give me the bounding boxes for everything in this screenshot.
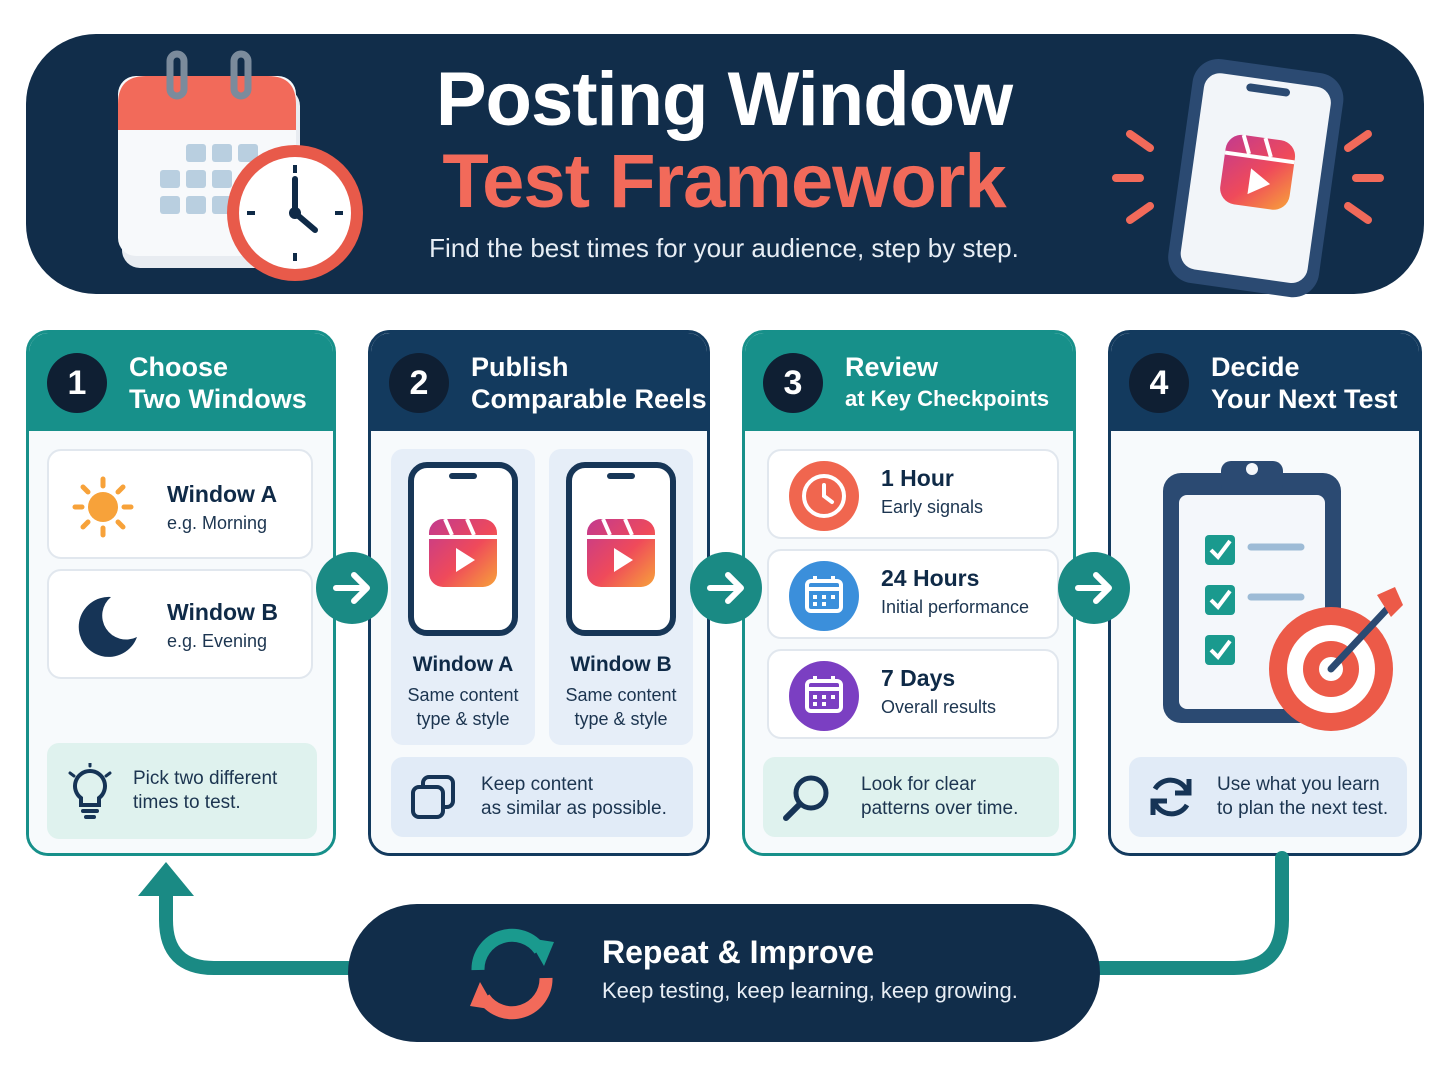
step-number-3: 3 [763,353,823,413]
sun-icon [72,476,134,538]
step-card-3: 3 Review at Key Checkpoints 1 Hour Early… [742,330,1076,856]
title-line-2: Test Framework [442,139,1006,224]
tip-2-line-1: Keep content [481,774,593,795]
calendar-icon [789,661,859,731]
step-number-4: 4 [1129,353,1189,413]
tip-2-text: Keep content as similar as possible. [481,773,667,821]
step-title-1-line-2: Two Windows [129,384,307,414]
step-card-4: 4 Decide Your Next Test [1108,330,1422,856]
step-header-3: 3 Review at Key Checkpoints [745,333,1073,431]
window-a-title: Window A [167,481,278,507]
tip-2-line-2: as similar as possible. [481,798,667,819]
calendar-icon [789,561,859,631]
step-title-2-line-1: Publish [471,352,569,382]
step-title-4-line-2: Your Next Test [1211,384,1398,414]
arrow-next-1 [316,552,388,624]
window-b-title: Window B [167,599,278,625]
step-body-2: Window A Same content type & style [371,431,707,853]
tip-1-text: Pick two different times to test. [133,767,277,815]
step-card-1: 1 Choose Two Windows Window A e.g. Morni… [26,330,336,856]
refresh-icon [1150,777,1192,817]
step-title-2-line-2: Comparable Reels [471,384,707,414]
tip-4-line-2: to plan the next test. [1217,798,1389,819]
step-title-4-line-1: Decide [1211,352,1300,382]
tip-4-line-1: Use what you learn [1217,774,1380,795]
tip-4: Use what you learn to plan the next test… [1129,757,1407,837]
tip-1: Pick two different times to test. [47,743,317,839]
step-header-1: 1 Choose Two Windows [29,333,333,431]
calendar-clock-icon [118,50,363,281]
repeat-title: Repeat & Improve [602,934,875,970]
arrow-next-3 [1058,552,1130,624]
window-b-item: Window B e.g. Evening [47,569,313,679]
clock-icon [789,461,859,531]
step-title-3: Review at Key Checkpoints [845,351,1049,415]
step-body-3: 1 Hour Early signals 24 Hours Initial pe… [745,431,1073,853]
checkpoint-2-title: 24 Hours [881,565,980,591]
tip-3: Look for clear patterns over time. [763,757,1059,837]
step-title-1-line-1: Choose [129,352,229,382]
repeat-subtitle: Keep testing, keep learning, keep growin… [602,978,1018,1003]
checkpoint-2-sub: Initial performance [881,597,1030,617]
step-title-2: Publish Comparable Reels [471,351,707,415]
moon-icon [78,596,137,657]
magnifier-icon [783,775,829,821]
reel-window-b-sub-1: Same content [565,685,677,705]
tip-2: Keep content as similar as possible. [391,757,693,837]
subtitle: Find the best times for your audience, s… [429,233,1019,263]
tip-1-line-1: Pick two different [133,768,278,789]
checkpoint-1-title: 1 Hour [881,465,954,491]
copy-icon [411,775,455,819]
arrow-right-icon [1075,572,1112,604]
tip-1-line-2: times to test. [133,792,241,813]
reel-window-b-sub-2: type & style [574,709,668,729]
step-number-1: 1 [47,353,107,413]
step-title-3-line-2: at Key Checkpoints [845,386,1050,411]
step-body-4: Use what you learn to plan the next test… [1111,431,1419,853]
reels-phone-icon [408,462,518,636]
checkpoint-7-days: 7 Days Overall results [767,649,1059,739]
reel-window-a-title: Window A [412,653,514,676]
lightbulb-icon [68,763,112,819]
arrow-next-2 [690,552,762,624]
checkpoint-24-hours: 24 Hours Initial performance [767,549,1059,639]
window-a-sub: e.g. Morning [167,513,268,533]
reel-window-a-sub: Same content type & style [391,683,535,731]
arrow-right-icon [333,572,370,604]
checkpoint-3-sub: Overall results [881,697,997,717]
reel-window-a: Window A Same content type & style [391,449,535,745]
reel-window-b-title: Window B [570,653,672,676]
repeat-banner [348,904,1100,1042]
tip-4-text: Use what you learn to plan the next test… [1217,773,1388,821]
window-a-item: Window A e.g. Morning [47,449,313,559]
tip-3-line-1: Look for clear [861,774,977,795]
clipboard-target-icon [1163,461,1403,731]
step-title-4: Decide Your Next Test [1211,351,1398,415]
step-number-2: 2 [389,353,449,413]
reels-phone-icon [566,462,676,636]
tip-3-text: Look for clear patterns over time. [861,773,1018,821]
reel-window-b: Window B Same content type & style [549,449,693,745]
step-header-4: 4 Decide Your Next Test [1111,333,1419,431]
step-title-3-line-1: Review [845,352,939,382]
tip-3-line-2: patterns over time. [861,798,1019,819]
checkpoint-1-hour: 1 Hour Early signals [767,449,1059,539]
checkpoint-1-sub: Early signals [881,497,984,517]
step-body-1: Window A e.g. Morning Window B e.g. Even… [29,431,333,853]
title-line-1: Posting Window [435,57,1013,142]
checkpoint-3-title: 7 Days [881,665,956,691]
window-b-sub: e.g. Evening [167,631,268,651]
step-card-2: 2 Publish Comparable Reels Wind [368,330,710,856]
step-title-1: Choose Two Windows [129,351,307,415]
phone-reels-icon [1112,58,1384,298]
reel-window-a-sub-2: type & style [416,709,510,729]
step-header-2: 2 Publish Comparable Reels [371,333,707,431]
cycle-arrows-icon [470,928,554,1020]
reel-window-a-sub-1: Same content [407,685,519,705]
reel-window-b-sub: Same content type & style [549,683,693,731]
arrow-right-icon [707,572,744,604]
